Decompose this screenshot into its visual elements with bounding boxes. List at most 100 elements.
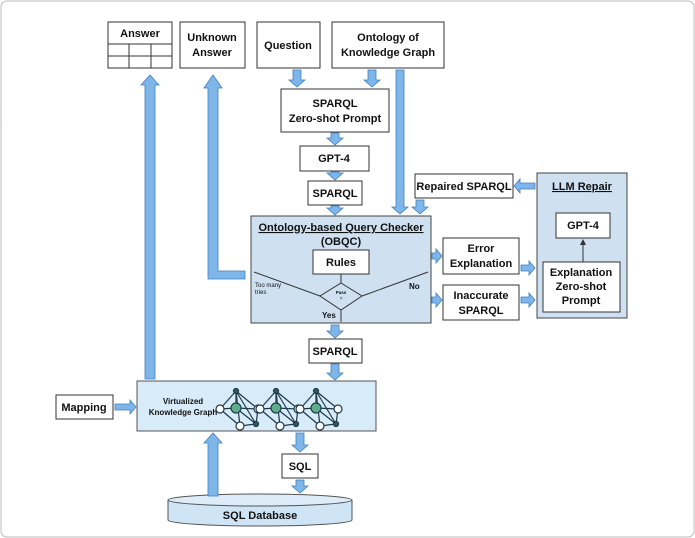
graph-node — [333, 404, 343, 414]
question-box: Question — [256, 21, 321, 69]
mapping-box: Mapping — [55, 394, 114, 420]
arrow-head-icon — [580, 239, 586, 245]
graph-node — [332, 420, 340, 428]
too-many-tries-label-2: tries — [255, 290, 266, 296]
arrow-up — [140, 74, 160, 380]
arrow-right — [431, 247, 443, 265]
sql-label: SQL — [289, 461, 312, 473]
arrow-down — [325, 363, 345, 381]
graph-node — [252, 420, 260, 428]
repaired-sparql-box: Repaired SPARQL — [414, 173, 514, 199]
unknown-answer-label-1: Unknown — [187, 32, 237, 44]
obqc-subtitle: (OBQC) — [321, 236, 362, 248]
explanation-prompt-label-2: Zero-shot — [556, 281, 607, 293]
inaccurate-label-1: Inaccurate — [453, 290, 508, 302]
too-many-tries-label-1: Too many — [255, 283, 281, 289]
inaccurate-sparql-box: Inaccurate SPARQL — [442, 284, 520, 321]
graph-node — [275, 421, 285, 431]
graph-node — [292, 420, 300, 428]
arrow-right — [114, 398, 137, 416]
arrow-down — [325, 171, 345, 181]
pass-question-mark: ? — [340, 296, 343, 301]
arrow-right — [520, 259, 536, 277]
llm-repair-title: LLM Repair — [552, 181, 613, 193]
graph-node — [272, 387, 280, 395]
error-explanation-label-1: Error — [468, 243, 496, 255]
llm-repair-panel: LLM Repair GPT-4 Explanation Zero-shot P… — [536, 172, 628, 319]
flow-arrows — [114, 69, 536, 497]
llm-gpt4-box — [555, 212, 611, 239]
graph-edge — [235, 390, 257, 425]
graph-edge — [275, 390, 299, 410]
knowledge-graph-icon — [215, 387, 343, 431]
sparql-bottom-label: SPARQL — [312, 346, 357, 358]
graph-node — [230, 402, 242, 414]
sparql-top-box: SPARQL — [307, 180, 363, 206]
graph-edge — [315, 390, 337, 425]
arrow-up — [203, 432, 223, 497]
explanation-prompt-label-3: Prompt — [562, 295, 601, 307]
repaired-sparql-label: Repaired SPARQL — [416, 181, 511, 193]
arrow-unknown — [203, 74, 246, 280]
arrow-right — [520, 291, 536, 309]
arrow-down — [410, 199, 430, 215]
graph-node — [255, 404, 265, 414]
rules-label: Rules — [326, 257, 356, 269]
zero-shot-label-2: Zero-shot Prompt — [289, 113, 382, 125]
graph-node — [312, 387, 320, 395]
sparql-bottom-box: SPARQL — [308, 338, 363, 364]
answer-label: Answer — [120, 28, 160, 40]
obqc-panel: Ontology-based Query Checker (OBQC) Rule… — [250, 215, 432, 324]
gpt4-box: GPT-4 — [299, 145, 370, 172]
arrow-down — [325, 324, 345, 339]
sql-box: SQL — [281, 453, 319, 479]
graph-node — [310, 402, 322, 414]
vkg-label-2: Knowledge Graph — [149, 408, 218, 417]
rules-box — [312, 249, 370, 275]
graph-edge — [235, 390, 259, 410]
ontology-label-2: Knowledge Graph — [341, 47, 435, 59]
graph-node — [270, 402, 282, 414]
zero-shot-prompt-box: SPARQL Zero-shot Prompt — [280, 88, 390, 133]
graph-node — [315, 421, 325, 431]
pass-label: Pass — [336, 290, 347, 295]
zero-shot-label-1: SPARQL — [312, 98, 357, 110]
answer-box: Answer — [107, 21, 173, 69]
no-label: No — [409, 282, 420, 291]
yes-label: Yes — [322, 311, 336, 320]
arrow-down — [325, 132, 345, 146]
unknown-answer-box: Unknown Answer — [179, 21, 246, 69]
arrow-down — [362, 69, 382, 88]
llm-gpt4-label: GPT-4 — [567, 220, 600, 232]
sparql-top-label: SPARQL — [312, 188, 357, 200]
graph-node — [235, 421, 245, 431]
vkg-label-1: Virtualized — [163, 397, 203, 406]
arrow-down — [325, 205, 345, 216]
graph-node — [232, 387, 240, 395]
gpt4-label: GPT-4 — [318, 153, 351, 165]
arrow-down — [290, 479, 310, 494]
ontology-label-1: Ontology of — [357, 32, 419, 44]
graph-edge — [315, 390, 339, 410]
error-explanation-box: Error Explanation — [442, 237, 520, 275]
explanation-prompt-label-1: Explanation — [550, 267, 613, 279]
error-explanation-label-2: Explanation — [450, 258, 513, 270]
virtualized-kg-panel: Virtualized Knowledge Graph — [136, 380, 377, 432]
sql-database-label: SQL Database — [223, 510, 297, 522]
arrow-down — [390, 69, 410, 215]
unknown-answer-label-2: Answer — [192, 47, 232, 59]
sql-database-cylinder: SQL Database — [167, 493, 353, 527]
graph-edge — [275, 390, 297, 425]
arrow-left — [513, 177, 536, 195]
inaccurate-label-2: SPARQL — [458, 305, 503, 317]
arrow-down — [290, 432, 310, 453]
mapping-label: Mapping — [61, 402, 106, 414]
question-label: Question — [264, 40, 312, 52]
graph-node — [295, 404, 305, 414]
obqc-title: Ontology-based Query Checker — [258, 222, 424, 234]
arrow-right — [431, 291, 443, 309]
graph-node — [215, 404, 225, 414]
ontology-box: Ontology of Knowledge Graph — [331, 21, 445, 69]
